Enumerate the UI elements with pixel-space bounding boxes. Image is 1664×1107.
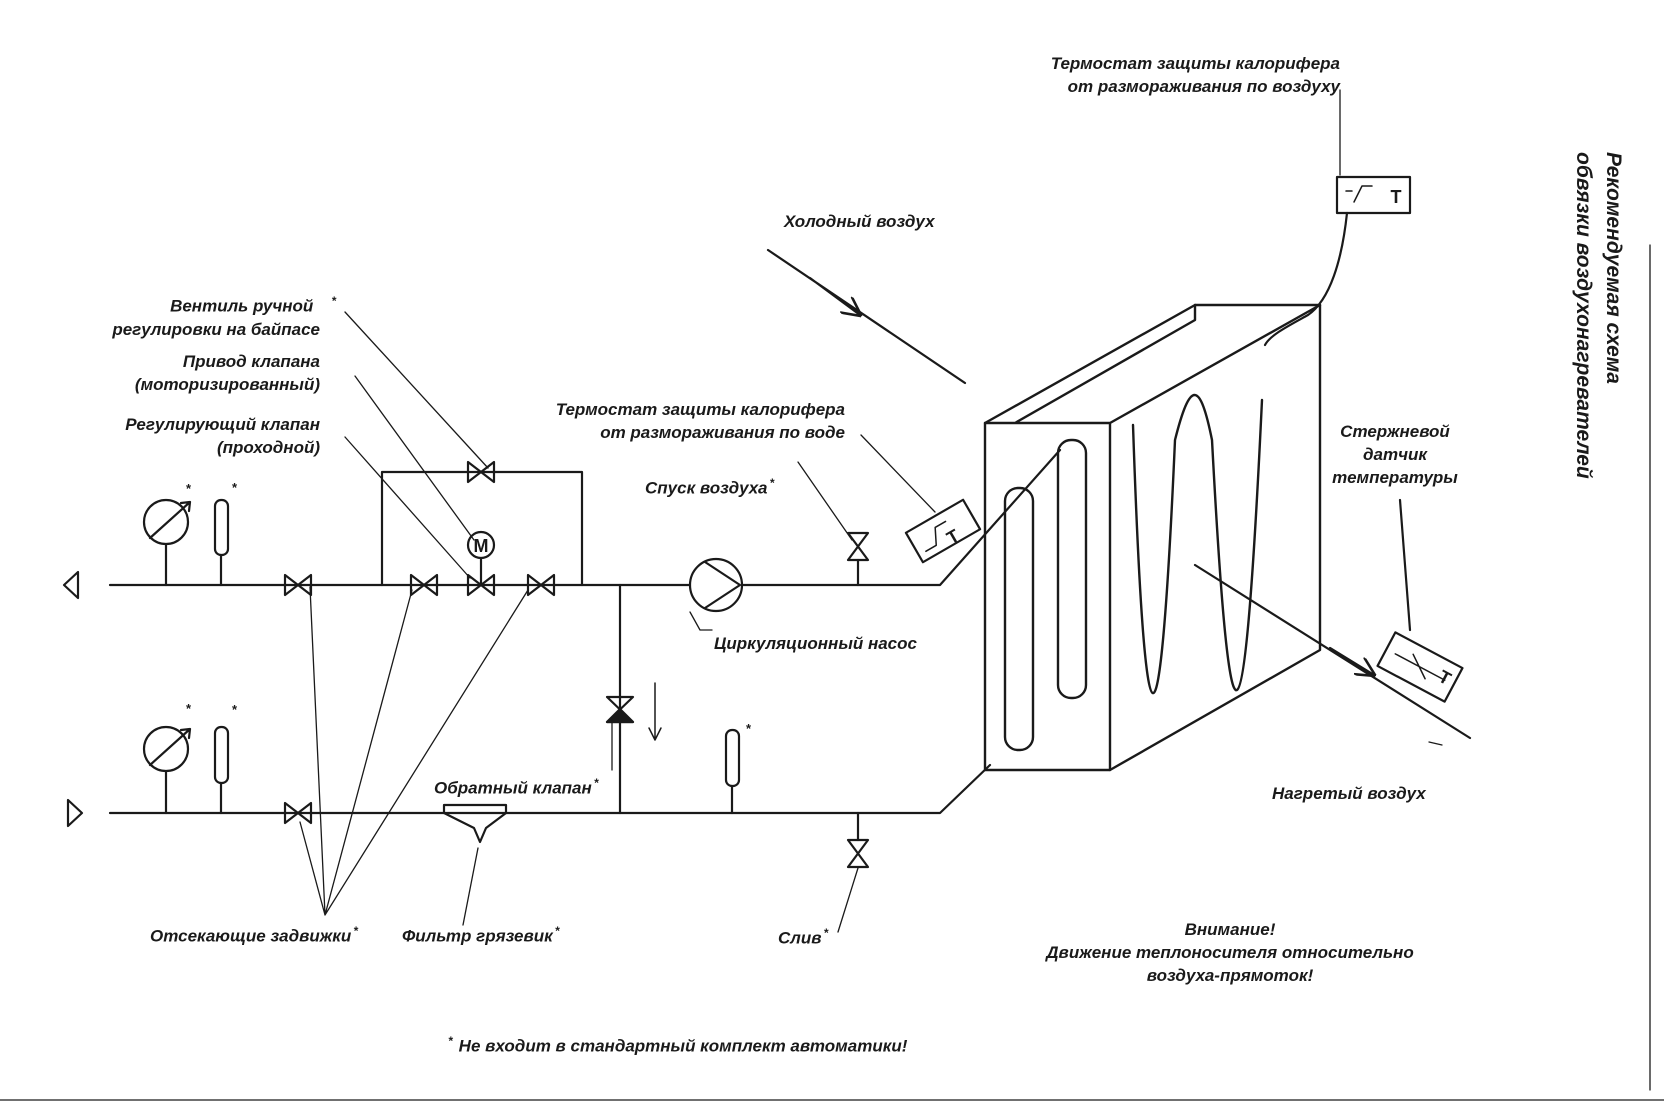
valve-drive-label: Привод клапана (моторизированный) (134, 352, 320, 394)
check-valve-icon (605, 695, 635, 724)
circulation-pump-icon (688, 557, 744, 613)
motor-icon (466, 530, 496, 560)
air-thermostat-label: Термостат защиты калорифера от разморажи… (1050, 54, 1340, 96)
return-pipe (108, 763, 992, 815)
regulating-valve-label: Регулирующий клапан (проходной) (125, 415, 320, 457)
water-thermostat-symbol: T (943, 525, 963, 548)
heated-air-label: Нагретый воздух (1272, 784, 1426, 803)
attention-note: Внимание! Движение теплоносителя относит… (1046, 920, 1414, 985)
shutoff-valve-icon (526, 573, 556, 597)
supply-port-icon (62, 570, 80, 600)
shutoff-valve-icon (283, 573, 313, 597)
shutoff-valve-icon (283, 801, 313, 825)
air-thermostat-symbol: T (1391, 187, 1402, 207)
heated-air-arrow (1193, 563, 1472, 740)
rod-sensor-icon (1376, 631, 1464, 703)
gauge-star: * (186, 481, 192, 496)
drain-valve-icon (846, 838, 870, 869)
bypass-valve-icon (466, 460, 496, 484)
air-vent-valve-icon (846, 531, 870, 562)
rod-sensor-symbol: T (1435, 666, 1454, 689)
gauge-star: * (186, 701, 192, 716)
pressure-gauge-icon (142, 725, 192, 773)
cold-air-arrow (766, 248, 967, 385)
diagram-title: Рекомендуемая схема обвязки воздухонагре… (1572, 152, 1625, 479)
drain-label: Слив* (778, 926, 829, 948)
water-thermostat-label: Термостат защиты калорифера от разморажи… (555, 400, 845, 442)
motor-symbol: М (474, 536, 489, 556)
air-thermostat-icon (1335, 175, 1412, 215)
shutoff-valve-icon (409, 573, 439, 597)
air-heater (983, 303, 1322, 772)
water-thermostat-icon (904, 498, 982, 564)
thermometer-icon (213, 725, 230, 785)
thermometer-star: * (232, 702, 238, 717)
pump-label: Циркуляционный насос (714, 634, 917, 653)
thermometer-star: * (746, 721, 752, 736)
thermometer-icon (724, 728, 741, 788)
mud-filter-icon (442, 803, 508, 844)
regulating-valve-icon (466, 556, 496, 597)
footnote: *Не входит в стандартный комплект автома… (448, 1034, 908, 1056)
air-vent-label: Спуск воздуха* (645, 476, 775, 498)
pressure-gauge-icon (142, 498, 192, 546)
bypass-valve-label: Вентиль ручной* регулировки на байпасе (112, 294, 336, 339)
check-valve-label: Обратный клапан* (434, 776, 599, 798)
thermometer-icon (213, 498, 230, 557)
filter-label: Фильтр грязевик* (402, 924, 560, 946)
shutoff-valves-label: Отсекающие задвижки* (150, 924, 358, 946)
return-port-icon (66, 798, 84, 828)
supply-pipe (108, 448, 1062, 587)
thermometer-star: * (232, 480, 238, 495)
cold-air-label: Холодный воздух (784, 212, 935, 231)
rod-sensor-label: Стержневой датчик температуры (1332, 422, 1458, 487)
